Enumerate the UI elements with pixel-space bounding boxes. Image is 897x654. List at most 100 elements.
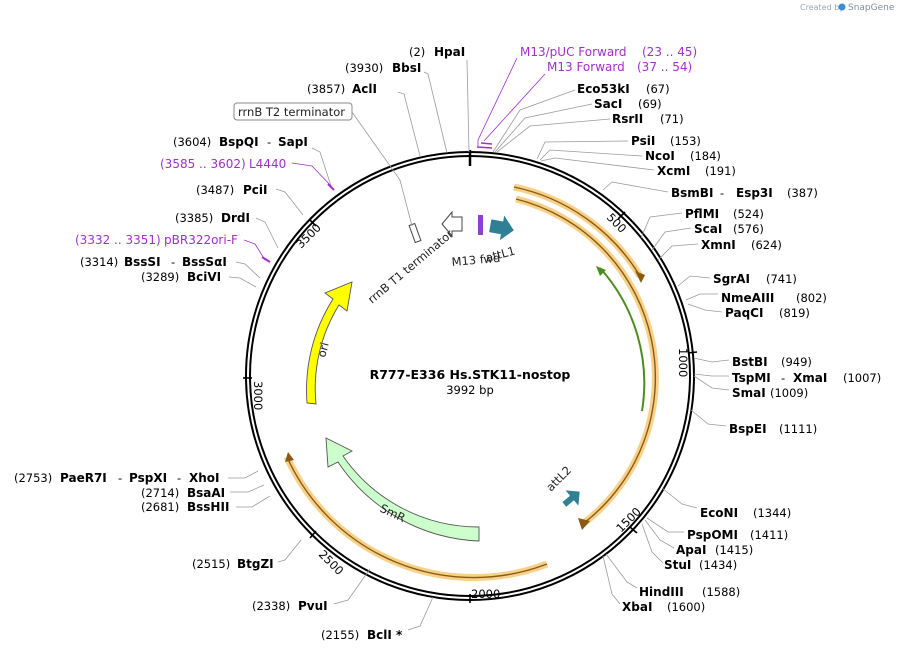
site-pos-bsshii: (2681) (141, 500, 179, 514)
site-name-acli: AclI (352, 82, 377, 96)
site-name-rsrii: RsrII (612, 112, 643, 126)
site-name-pflmi: PflMI (685, 207, 719, 221)
leader-btgzi (277, 539, 302, 563)
site-pos-bbsi: (3930) (345, 61, 383, 75)
site-name-pspomi: PspOMI (687, 528, 738, 542)
site-name-xmni: XmnI (701, 238, 736, 252)
orf-arrow-upper (513, 186, 641, 277)
plasmid-size: 3992 bp (446, 383, 494, 397)
site-pos-xmni: (624) (751, 238, 782, 252)
site-name-xhoi: XhoI (189, 471, 220, 485)
attl2-arrow (562, 490, 580, 507)
site-pos-hindiii: (1588) (702, 585, 740, 599)
attl2-label: attL2 (543, 463, 574, 494)
leader-hindiii (605, 553, 638, 589)
leader-xbai (602, 555, 621, 605)
primer-name-m13-forward: M13 Forward (547, 60, 625, 74)
leader-smai (693, 375, 730, 391)
site-pos-eco53ki: (67) (646, 82, 670, 96)
site-name-pcii: PciI (243, 183, 268, 197)
leader-psii (536, 140, 629, 160)
tick-3500 (308, 218, 317, 227)
leader-bspei (690, 409, 727, 427)
site-pos-scai: (576) (733, 222, 764, 236)
site-pos-btgzi: (2515) (192, 557, 230, 571)
site-name-bsssi: BssSI (124, 255, 161, 269)
site-pos-pcii: (3487) (196, 183, 234, 197)
tick-2500 (309, 530, 317, 539)
site-pos-tspmi: (1007) (843, 371, 881, 385)
m13-forward-marker (480, 142, 493, 145)
orf-highlight-main (515, 195, 659, 526)
leader-ncoi (539, 149, 643, 161)
site-pos-bsaai: (2714) (141, 486, 179, 500)
site-pos-smai: (1009) (770, 386, 808, 400)
orf-arrowhead-main (578, 518, 590, 530)
leader-pflmi (640, 212, 683, 239)
orf-arrowhead-upper (635, 271, 645, 283)
site-name-drdi: DrdI (221, 211, 250, 225)
site-name-btgzi: BtgZI (237, 557, 274, 571)
leader-m13-puc-forward (477, 57, 518, 146)
site-pos-econi: (1344) (753, 506, 791, 520)
m13-fwd-marker (478, 215, 483, 235)
site-name-apai: ApaI (676, 543, 706, 557)
site-pos-paqci: (819) (779, 306, 810, 320)
site-pos-bspqi: (3604) (173, 135, 211, 149)
m13-puc-forward-marker (476, 146, 493, 149)
site-name-econi: EcoNI (700, 506, 738, 520)
leader-bsaai (230, 484, 265, 493)
tick-1000 (687, 351, 698, 354)
leader-bsshii (236, 495, 271, 508)
site-pos-nmeaiii: (802) (796, 291, 827, 305)
inner-orf-arrow (599, 267, 646, 412)
site-name-paqci: PaqCI (725, 306, 763, 320)
rrnb-t2-leader (351, 111, 413, 227)
leader-stui (641, 523, 664, 564)
leader-tspmi (693, 373, 729, 377)
primer-range-m13-forward: (37 .. 54) (637, 60, 692, 74)
site-pos-xbai: (1600) (667, 600, 705, 614)
orf-arrow-lower (286, 456, 548, 579)
site-name-stui: StuI (664, 558, 691, 572)
site-name-bstbi: BstBI (732, 355, 768, 369)
site-name-tspmi: TspMI (732, 371, 771, 385)
tick-label-1500: 1500 (613, 505, 644, 536)
tick-1500 (629, 526, 638, 534)
site-name-nmeaiii: NmeAIII (721, 291, 774, 305)
site-name-bsmbi: BsmBI (671, 186, 713, 200)
site-pos-stui: (1434) (699, 558, 737, 572)
site-pos-paer7i: (2753) (14, 471, 52, 485)
site-pos-psii: (153) (670, 134, 701, 148)
site-name-xmai: XmaI (793, 371, 827, 385)
tick-label-3000: 3000 (251, 381, 265, 410)
site-pos-apai: (1415) (715, 543, 753, 557)
site-name-bcivi: BciVI (187, 270, 221, 284)
site-pos-bsssi: (3314) (80, 255, 118, 269)
site-name-xbai: XbaI (622, 600, 652, 614)
site-name-sgrai: SgrAI (713, 272, 750, 286)
site-name-xcmi: XcmI (657, 164, 690, 178)
smr-arrow (325, 437, 480, 542)
site-name-saci: SacI (594, 97, 622, 111)
site-name-ncoi: NcoI (645, 149, 675, 163)
tick-label-1000: 1000 (676, 348, 690, 377)
l4440-marker (327, 183, 335, 191)
leader-pbr322ori (243, 239, 266, 261)
plasmid-name: R777-E336 Hs.STK11-nostop (370, 367, 571, 382)
site-sep-bsmbi: - (720, 186, 724, 200)
leader-xcmi (540, 157, 655, 171)
rrnb-t1-arrow (441, 210, 463, 238)
tick-label-2500: 2500 (316, 547, 347, 578)
m13-fwd-label: M13 fwd (451, 251, 501, 269)
site-name-smai: SmaI (732, 386, 766, 400)
leader-bsssi (235, 261, 261, 279)
site-name-hpai: HpaI (434, 45, 465, 59)
site-name-bcli: BclI * (367, 628, 403, 642)
leader-bstbi (693, 357, 730, 363)
site-sep-bsssi: - (171, 255, 175, 269)
site-pos-pspomi: (1411) (750, 528, 788, 542)
site-name-sapi: SapI (278, 135, 308, 149)
ori-arrow (306, 281, 353, 405)
primer-name-l4440: L4440 (249, 157, 286, 171)
